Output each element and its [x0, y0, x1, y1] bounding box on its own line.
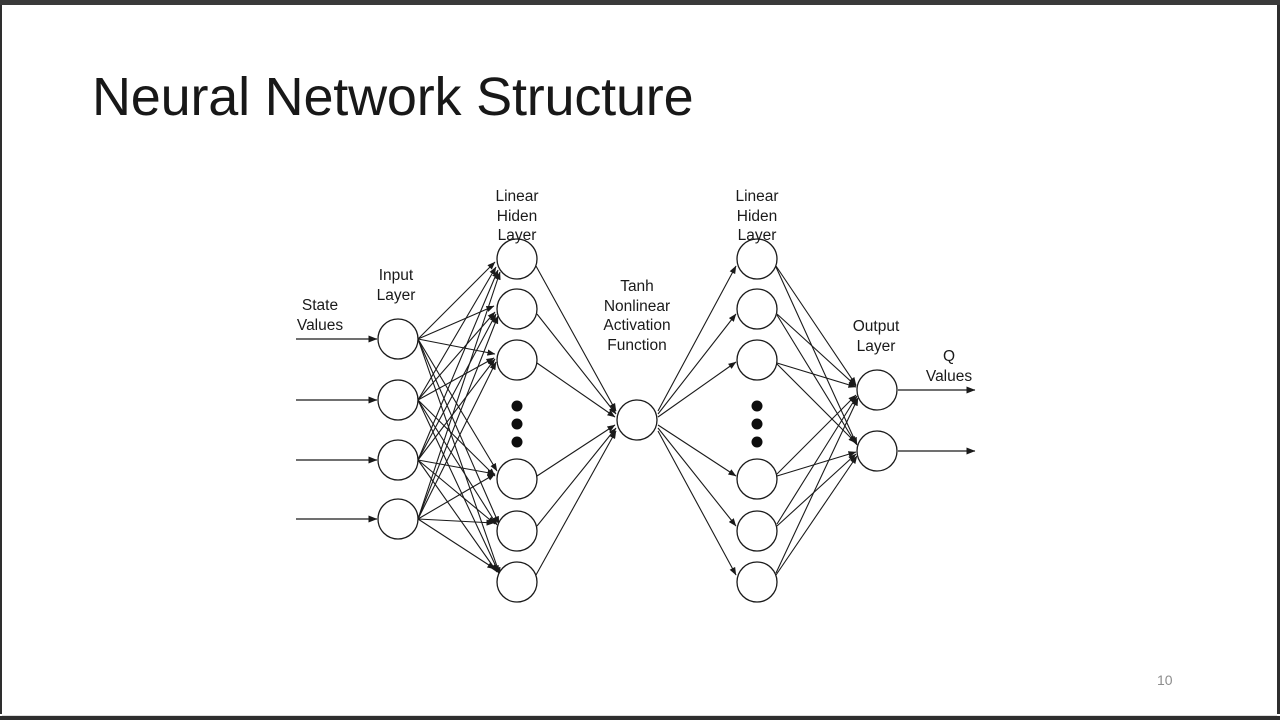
page-title: Neural Network Structure [92, 67, 694, 127]
edges-input-to-left-hidden [417, 261, 501, 576]
tanh-activation-node [616, 399, 658, 441]
edges-left-hidden-to-tanh [535, 265, 617, 576]
right-hidden-layer-ellipsis-icon [751, 400, 763, 448]
left-hidden-node-2 [496, 288, 538, 330]
left-hidden-node-5 [496, 510, 538, 552]
left-hidden-node-6 [496, 561, 538, 603]
label-right-hidden-line2: Hiden [737, 208, 778, 225]
right-hidden-node-4 [736, 458, 778, 500]
input-layer-nodes [377, 318, 419, 540]
edges-right-hidden-to-output [775, 265, 859, 576]
right-hidden-node-6 [736, 561, 778, 603]
output-node-1 [856, 369, 898, 411]
label-q-values-line2: Values [926, 368, 972, 385]
right-hidden-node-1 [736, 238, 778, 280]
label-input-layer-line2: Layer [377, 287, 416, 304]
label-tanh-line2: Nonlinear [604, 298, 670, 315]
label-input-layer-line1: Input [379, 267, 414, 284]
input-node-3 [377, 439, 419, 481]
label-q-values-line1: Q [943, 348, 955, 365]
left-hidden-layer-nodes [496, 238, 538, 603]
input-node-4 [377, 498, 419, 540]
label-left-hidden-layer: Linear Hiden Layer [495, 188, 538, 244]
label-tanh-line3: Activation [603, 317, 670, 334]
input-node-2 [377, 379, 419, 421]
window-bottom-hairline [2, 715, 1277, 716]
input-node-1 [377, 318, 419, 360]
window-top-bar [0, 0, 1280, 5]
label-left-hidden-line1: Linear [495, 188, 538, 205]
label-right-hidden-layer: Linear Hiden Layer [735, 188, 778, 244]
left-hidden-layer-ellipsis-icon [511, 400, 523, 448]
edges-tanh-to-right-hidden [657, 265, 737, 576]
label-tanh-line4: Function [607, 337, 666, 354]
label-left-hidden-line3: Layer [498, 227, 537, 244]
label-state-values-line2: Values [297, 317, 343, 334]
label-right-hidden-line3: Layer [738, 227, 777, 244]
left-hidden-node-4 [496, 458, 538, 500]
label-output-layer-line2: Layer [857, 338, 896, 355]
right-hidden-node-3 [736, 339, 778, 381]
label-tanh-line1: Tanh [620, 278, 654, 295]
left-hidden-node-1 [496, 238, 538, 280]
label-q-values: Q Values [926, 348, 972, 385]
label-output-layer-line1: Output [853, 318, 900, 335]
slide-page-number: 10 [1157, 672, 1173, 688]
output-node-2 [856, 430, 898, 472]
right-hidden-layer-nodes [736, 238, 778, 603]
label-left-hidden-line2: Hiden [497, 208, 538, 225]
output-layer-nodes [856, 369, 898, 472]
label-state-values-line1: State [302, 297, 338, 314]
label-output-layer: Output Layer [853, 318, 900, 355]
window-left-edge [0, 5, 2, 714]
label-right-hidden-line1: Linear [735, 188, 778, 205]
window-bottom-edge [0, 716, 1280, 720]
state-values-input-arrows [296, 335, 378, 523]
window-right-edge [1277, 5, 1280, 714]
label-tanh-activation: Tanh Nonlinear Activation Function [603, 278, 670, 354]
right-hidden-node-5 [736, 510, 778, 552]
right-hidden-node-2 [736, 288, 778, 330]
q-values-output-arrows [898, 386, 976, 455]
label-input-layer: Input Layer [377, 267, 416, 304]
left-hidden-node-3 [496, 339, 538, 381]
label-state-values: State Values [297, 297, 343, 334]
